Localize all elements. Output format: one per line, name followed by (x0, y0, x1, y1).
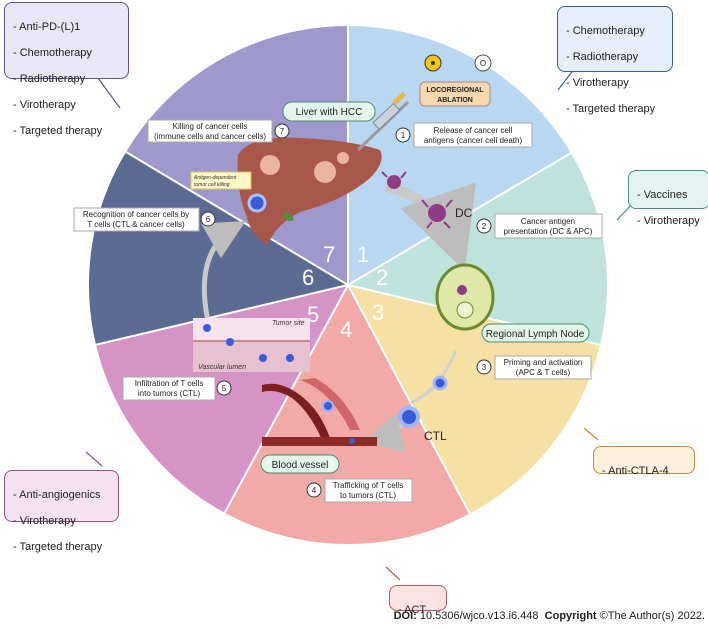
step-6-number: 6 (206, 215, 211, 224)
ablation-needle-icon (356, 91, 410, 152)
step-4-line-1: Trafficking of T cells (333, 481, 403, 490)
antigen-killing-label-2: tumor cell killing (194, 182, 230, 188)
therapy-callout-right: - Vaccines - Virotherapy (628, 170, 708, 227)
step-1-line-2: antigens (cancer cell death) (424, 136, 523, 145)
vascular-lumen-label: Vascular lumen (198, 364, 246, 371)
step-1-number: 1 (401, 131, 406, 140)
therapy-item: - Radiotherapy (566, 51, 639, 63)
therapy-item: - Virotherapy (13, 99, 76, 111)
therapy-callout-left-bottom: - Anti-angiogenics - Virotherapy - Targe… (4, 470, 119, 553)
step-1-line-1: Release of cancer cell (434, 126, 513, 135)
therapy-item: - Virotherapy (637, 215, 700, 227)
step-5: Infiltration of T cells into tumors (CTL… (122, 376, 232, 401)
step-6-line-2: T cells (CTL & cancer cells) (87, 220, 185, 229)
therapy-callout-right-bottom: - Anti-CTLA-4 (593, 446, 695, 477)
step-7-line-2: (immune cells and cancer cells) (154, 132, 266, 141)
step-2-line-2: presentation (DC & APC) (504, 227, 593, 236)
sector-number-4: 4 (340, 317, 352, 342)
doi-value: 10.5306/wjco.v13.i6.448 (416, 610, 539, 622)
therapy-item: - Chemotherapy (566, 25, 645, 37)
sector-2-presentation (348, 153, 608, 345)
sector-number-7: 7 (323, 242, 335, 267)
dc-label: DC (455, 206, 473, 220)
therapy-callout-top-left: - Anti-PD-(L)1 - Chemotherapy - Radiothe… (4, 2, 129, 137)
step-4: 4 Trafficking of T cells to tumors (CTL) (306, 478, 413, 503)
blood-vessel-illustration (262, 378, 377, 446)
lymph-node-icon (435, 263, 495, 331)
ablation-label-1: LOCOREGIONAL (426, 87, 484, 94)
tumor-site-panel (193, 318, 310, 372)
step-7-number: 7 (280, 127, 285, 136)
therapy-item: - Targeted therapy (566, 103, 656, 115)
liver-illustration (190, 137, 382, 245)
therapy-item: - Virotherapy (566, 77, 629, 89)
arrow-infiltration-to-liver (201, 221, 246, 319)
step-7: Killing of cancer cells (immune cells an… (147, 119, 290, 143)
therapy-item: - Anti-angiogenics (13, 489, 101, 501)
ctl-cell-icon (398, 375, 448, 428)
step-4-line-2: to tumors (CTL) (340, 491, 396, 500)
step-5-line-2: into tumors (CTL) (138, 389, 201, 398)
biohazard-icon (474, 54, 492, 72)
therapy-item: - Chemotherapy (13, 47, 92, 59)
step-3: 3 Priming and activation (APC & T cells) (476, 355, 592, 380)
therapy-item: - Anti-PD-(L)1 (13, 21, 81, 33)
therapy-callout-top-right: - Chemotherapy - Radiotherapy - Virother… (557, 6, 673, 115)
therapy-callout-bottom: - ACT (389, 585, 447, 616)
blood-vessel-label: Blood vessel (272, 460, 329, 471)
therapy-item: - ACT (398, 604, 427, 616)
therapy-item: - Targeted therapy (13, 125, 103, 137)
sector-number-2: 2 (376, 265, 388, 290)
step-3-number: 3 (482, 363, 487, 372)
ablation-badge (419, 81, 491, 107)
step-2-number: 2 (482, 222, 487, 231)
therapy-item: - Virotherapy (13, 515, 76, 527)
ctl-label: CTL (424, 429, 447, 443)
liver-label-pill (282, 101, 376, 122)
antigen-killing-label-1: Antigen-dependent (193, 175, 237, 181)
liver-label: Liver with HCC (296, 107, 363, 118)
step-2-line-1: Cancer antigen (521, 217, 575, 226)
step-5-line-1: Infiltration of T cells (135, 379, 204, 388)
dendritic-cell-icon (381, 171, 453, 229)
citation-footer: DOI: 10.5306/wjco.v13.i6.448 Copyright ©… (360, 610, 705, 622)
blood-vessel-label-pill (260, 454, 340, 474)
step-5-number: 5 (222, 384, 227, 393)
lymph-node-label-pill (481, 323, 590, 343)
step-6: Recognition of cancer cells by T cells (… (73, 207, 216, 232)
therapy-item: - Targeted therapy (13, 541, 103, 553)
step-3-line-1: Priming and activation (504, 358, 583, 367)
radiation-icon (424, 54, 442, 72)
ablation-label-2: ABLATION (437, 97, 473, 104)
step-4-number: 4 (312, 486, 317, 495)
lymph-node-label: Regional Lymph Node (486, 329, 585, 340)
sector-number-1: 1 (357, 242, 369, 267)
therapy-item: - Vaccines (637, 189, 688, 201)
sector-number-3: 3 (372, 300, 384, 325)
copyright-value: ©The Author(s) 2022. (596, 610, 705, 622)
sector-number-5: 5 (307, 302, 319, 327)
sector-number-6: 6 (302, 265, 314, 290)
tumor-site-label: Tumor site (272, 320, 305, 327)
therapy-item: - Radiotherapy (13, 73, 86, 85)
step-6-line-1: Recognition of cancer cells by (83, 210, 189, 219)
therapy-item: - Anti-CTLA-4 (602, 465, 669, 477)
copyright-label: Copyright (544, 610, 597, 622)
step-2: 2 Cancer antigen presentation (DC & APC) (476, 213, 603, 239)
step-7-line-1: Killing of cancer cells (173, 122, 248, 131)
step-1: 1 Release of cancer cell antigens (cance… (395, 122, 533, 148)
step-3-line-2: (APC & T cells) (516, 368, 571, 377)
doi-label: DOI: (393, 610, 417, 622)
